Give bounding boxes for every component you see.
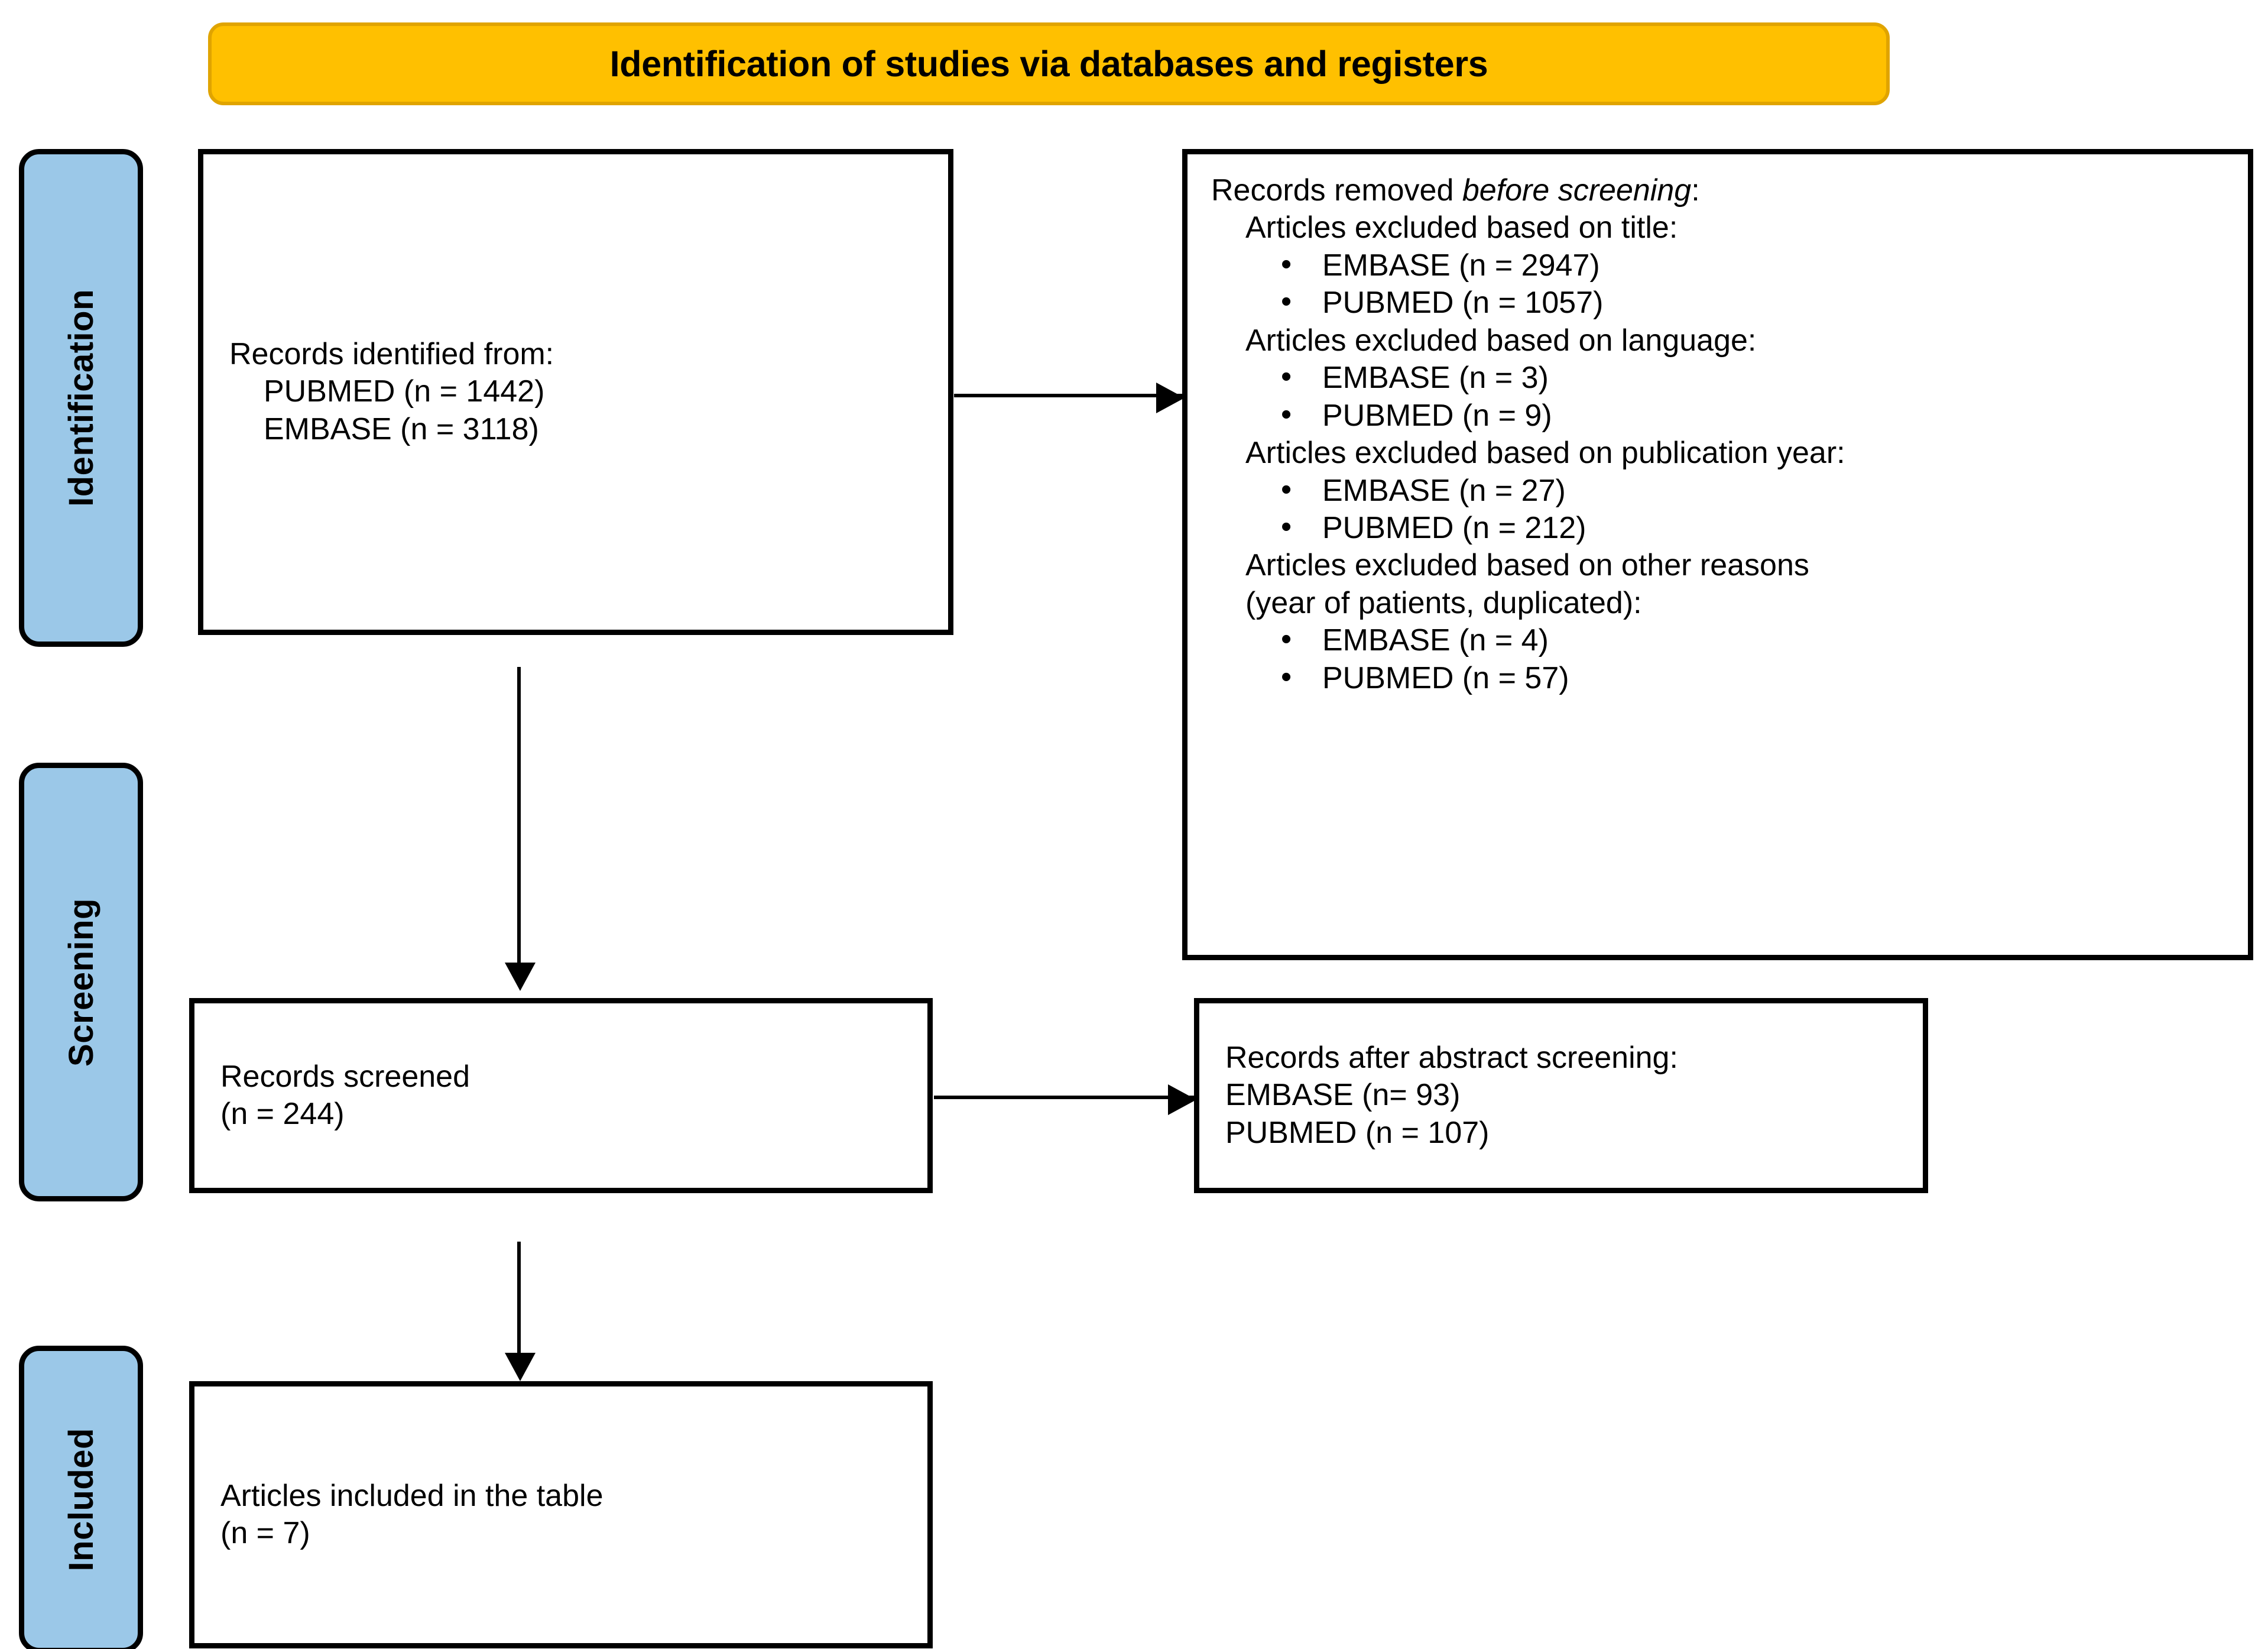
exclusion-group-language-label: Articles excluded based on language: (1245, 323, 1757, 358)
stage-tab-identification: Identification (19, 149, 143, 647)
stage-tab-screening-label: Screening (61, 898, 100, 1067)
exclusion-group-year-bullet-embase: EMBASE (n = 27) (1211, 471, 2224, 510)
stage-tab-identification-label: Identification (61, 289, 100, 507)
diagram-title-banner: Identification of studies via databases … (208, 22, 1890, 105)
records-identified-pubmed: PUBMED (n = 1442) (264, 374, 545, 409)
records-screened-count: (n = 244) (220, 1097, 345, 1131)
exclusion-group-year-bullet-pubmed: PUBMED (n = 212) (1211, 508, 2224, 547)
exclusion-group-year-label: Articles excluded based on publication y… (1245, 436, 1845, 471)
box-articles-included: Articles included in the table (n = 7) (189, 1381, 933, 1648)
exclusion-group-other-bullet-embase: EMBASE (n = 4) (1211, 621, 2224, 659)
records-screened-heading: Records screened (220, 1059, 470, 1094)
arrow-down-screened-to-included (505, 1242, 536, 1381)
stage-tab-included-label: Included (61, 1427, 100, 1572)
arrow-down-identified-to-screened (505, 667, 536, 991)
records-removed-heading-italic: before screening (1462, 173, 1692, 208)
exclusion-group-other-label-line2: (year of patients, duplicated): (1245, 585, 1642, 620)
box-records-after-abstract-screening: Records after abstract screening: EMBASE… (1194, 998, 1928, 1193)
records-after-abstract-pubmed: PUBMED (n = 107) (1225, 1115, 1490, 1150)
box-records-removed: Records removed before screening: Articl… (1182, 149, 2253, 960)
box-records-screened: Records screened (n = 244) (189, 998, 933, 1193)
records-identified-embase: EMBASE (n = 3118) (264, 412, 539, 446)
exclusion-group-title-bullet-pubmed: PUBMED (n = 1057) (1211, 283, 2224, 322)
records-removed-heading-suffix: : (1691, 173, 1700, 208)
records-removed-heading: Records removed before screening: (1211, 172, 2224, 209)
stage-tab-screening: Screening (19, 763, 143, 1201)
arrow-right-screened-to-after-abstract (934, 1084, 1196, 1115)
records-after-abstract-heading: Records after abstract screening: (1225, 1040, 1678, 1075)
articles-included-count: (n = 7) (220, 1516, 310, 1550)
exclusion-group-language-bullet-pubmed: PUBMED (n = 9) (1211, 396, 2224, 435)
diagram-title-text: Identification of studies via databases … (609, 44, 1488, 84)
articles-included-heading: Articles included in the table (220, 1478, 603, 1513)
exclusion-group-other-bullet-pubmed: PUBMED (n = 57) (1211, 659, 2224, 697)
arrow-right-identified-to-removed (954, 383, 1185, 413)
stage-tab-included: Included (19, 1346, 143, 1649)
records-after-abstract-embase: EMBASE (n= 93) (1225, 1078, 1461, 1113)
exclusion-group-language-bullet-embase: EMBASE (n = 3) (1211, 358, 2224, 397)
exclusion-group-title-label: Articles excluded based on title: (1245, 210, 1678, 245)
exclusion-group-other-label: Articles excluded based on other reasons (1245, 548, 1809, 583)
records-removed-heading-prefix: Records removed (1211, 173, 1462, 208)
exclusion-group-title-bullet-embase: EMBASE (n = 2947) (1211, 246, 2224, 284)
records-identified-heading: Records identified from: (229, 336, 554, 371)
box-records-identified: Records identified from: PUBMED (n = 144… (198, 149, 953, 635)
